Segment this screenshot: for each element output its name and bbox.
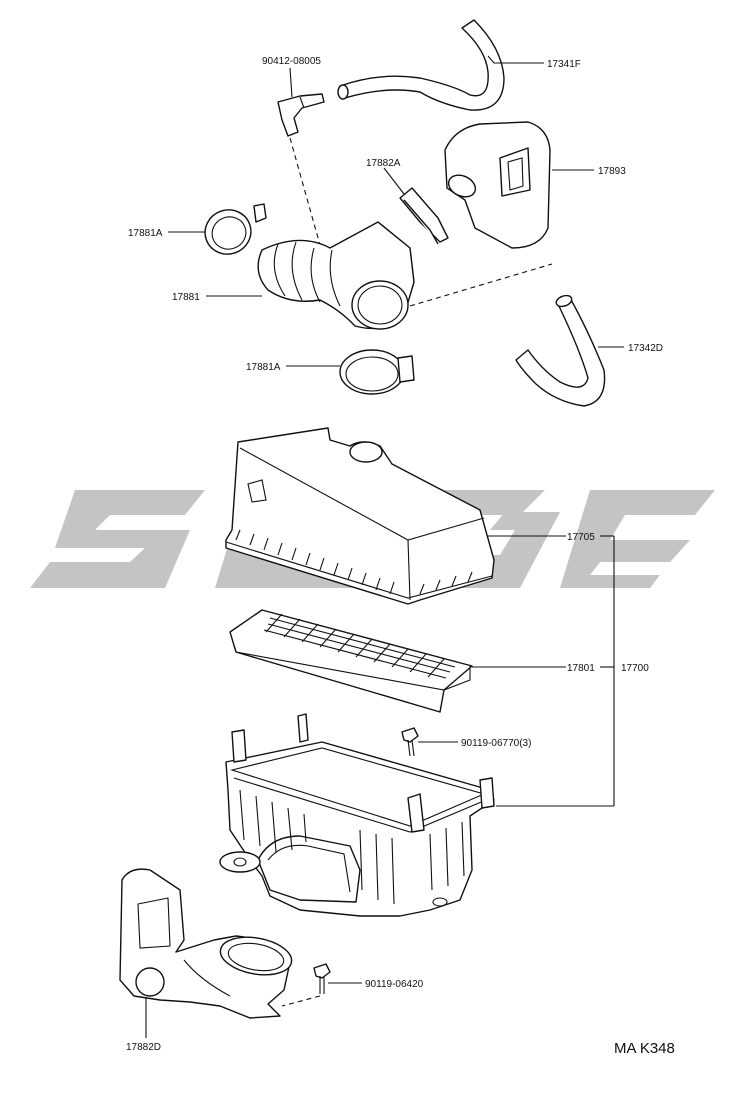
label-17801: 17801	[567, 663, 595, 674]
label-17881: 17881	[172, 292, 200, 303]
hose-17342d-part	[515, 294, 606, 407]
assembly-bracket	[496, 535, 615, 807]
bolt-upper-part	[401, 727, 419, 757]
label-17341f: 17341F	[547, 59, 581, 70]
fitting-part	[277, 93, 325, 137]
air-filter-17801-part	[229, 609, 473, 713]
label-17881a-lower: 17881A	[246, 362, 281, 373]
label-17882d: 17882D	[126, 1042, 161, 1053]
inlet-duct-17882d-part	[119, 868, 293, 1019]
label-17700: 17700	[621, 663, 649, 674]
air-cleaner-case-part	[219, 713, 495, 917]
resonator-17893-part	[444, 121, 551, 249]
dash-line-fitting	[289, 137, 321, 246]
hose-clamp-upper-part	[204, 203, 267, 255]
air-cleaner-cap-17705-part	[225, 427, 495, 605]
diagram-code: MA K348	[614, 1040, 675, 1057]
hose-17341f-part	[337, 19, 505, 111]
hose-clamp-lower-part	[339, 349, 415, 395]
label-90119-06770: 90119-06770(3)	[461, 738, 531, 749]
label-17342d: 17342D	[628, 343, 663, 354]
label-17882a: 17882A	[366, 158, 401, 169]
bolt-lower-part	[313, 963, 331, 994]
label-17893: 17893	[598, 166, 626, 177]
intake-hose-17881-part	[257, 221, 415, 330]
dash-line-resonator	[409, 263, 553, 307]
clamp-17882a-part	[399, 187, 449, 245]
leader-lines	[145, 55, 624, 1038]
label-90412-08005: 90412-08005	[262, 56, 321, 67]
label-90119-06420: 90119-06420	[365, 979, 424, 990]
label-17705: 17705	[567, 532, 595, 543]
label-17881a-upper: 17881A	[128, 228, 163, 239]
dash-line-bolt	[281, 995, 321, 1007]
